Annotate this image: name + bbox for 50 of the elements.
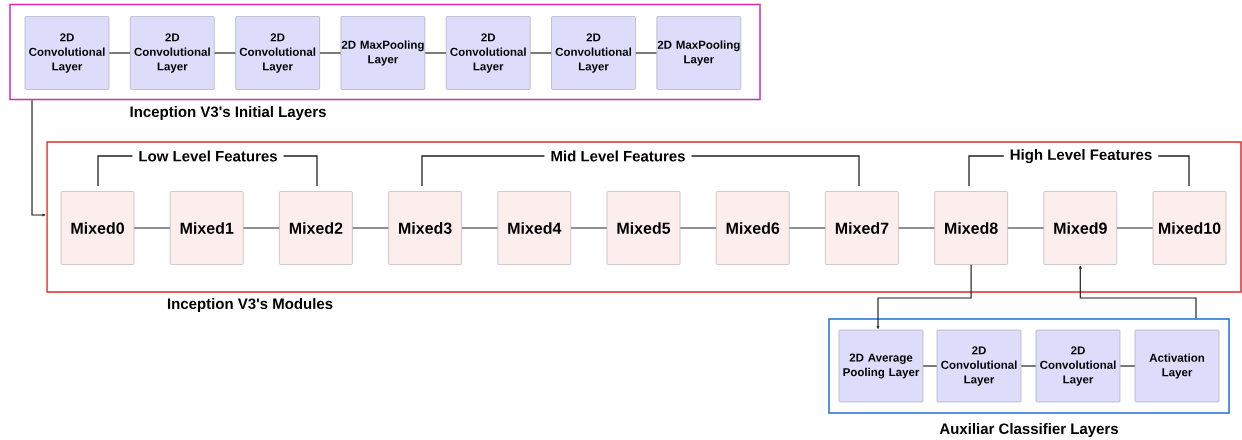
layer-box: 2D Convolutional Layer bbox=[1035, 329, 1121, 403]
group-title: Auxiliar Classifier Layers bbox=[939, 423, 1118, 437]
module-box: Mixed6 bbox=[715, 191, 790, 265]
layer-box: 2D Convolutional Layer bbox=[235, 16, 320, 90]
module-box: Mixed7 bbox=[825, 191, 899, 265]
connector bbox=[214, 52, 236, 54]
module-box: Mixed10 bbox=[1152, 191, 1227, 265]
connector bbox=[1116, 227, 1154, 229]
connector bbox=[635, 52, 658, 54]
layer-box: 2D MaxPooling Layer bbox=[340, 16, 426, 90]
layer-box: 2D Convolutional Layer bbox=[24, 16, 110, 90]
layer-box: Activation Layer bbox=[1134, 329, 1220, 403]
module-box: Mixed9 bbox=[1043, 191, 1118, 265]
connector bbox=[133, 227, 171, 229]
connector bbox=[461, 227, 499, 229]
module-box: Mixed0 bbox=[60, 191, 135, 265]
layer-box: 2D Convolutional Layer bbox=[445, 16, 531, 90]
layer-box: 2D Average Pooling Layer bbox=[838, 329, 924, 403]
bracket-label: Mid Level Features bbox=[544, 149, 692, 163]
layer-box: 2D Convolutional Layer bbox=[936, 329, 1022, 403]
connector bbox=[31, 99, 46, 217]
connector bbox=[1020, 365, 1037, 367]
connector bbox=[1119, 365, 1136, 367]
module-box: Mixed4 bbox=[497, 191, 572, 265]
layer-box: 2D MaxPooling Layer bbox=[656, 16, 742, 90]
bracket-label: Low Level Features bbox=[132, 149, 284, 163]
connector bbox=[788, 227, 826, 229]
group-title: Inception V3's Modules bbox=[167, 298, 333, 312]
connector bbox=[679, 227, 717, 229]
connector bbox=[424, 52, 447, 54]
connector bbox=[570, 227, 608, 229]
connector bbox=[108, 52, 131, 54]
connector bbox=[922, 365, 938, 367]
connector bbox=[319, 52, 342, 54]
group-title: Inception V3's Initial Layers bbox=[130, 106, 326, 120]
module-box: Mixed1 bbox=[169, 191, 244, 265]
connector bbox=[352, 227, 389, 229]
layer-box: 2D Convolutional Layer bbox=[551, 16, 636, 90]
module-box: Mixed8 bbox=[934, 191, 1008, 265]
connector bbox=[242, 227, 280, 229]
connector bbox=[1078, 265, 1197, 319]
connector bbox=[1007, 227, 1045, 229]
bracket-label: High Level Features bbox=[1003, 148, 1159, 165]
module-box: Mixed2 bbox=[279, 191, 353, 265]
module-box: Mixed3 bbox=[388, 191, 462, 265]
connector bbox=[898, 227, 935, 229]
layer-box: 2D Convolutional Layer bbox=[130, 16, 215, 90]
connector bbox=[529, 52, 552, 54]
connector bbox=[876, 264, 972, 329]
module-box: Mixed5 bbox=[606, 191, 681, 265]
